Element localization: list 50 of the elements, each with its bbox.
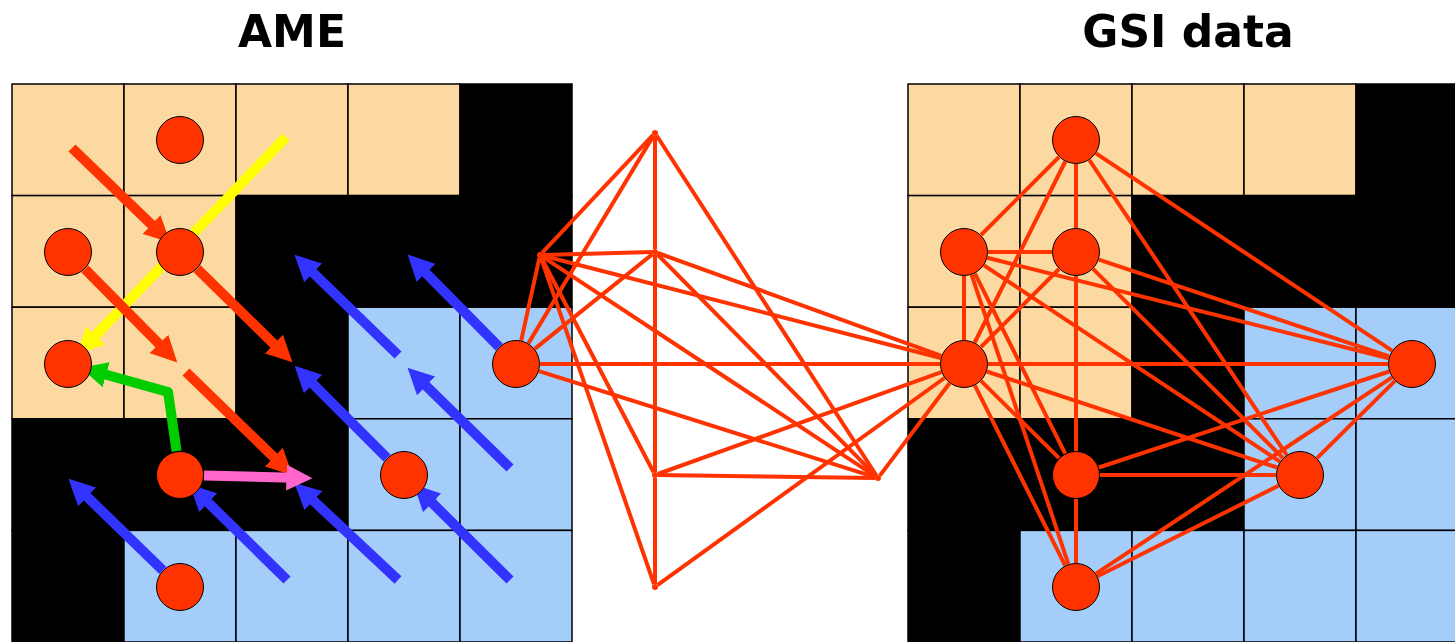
connector-line (653, 478, 657, 584)
connector-line (657, 473, 876, 480)
connector-line (973, 384, 1067, 567)
connector-line (1094, 375, 1394, 576)
connector-line (1091, 267, 1285, 460)
arrow (407, 254, 503, 351)
panel-title: AME (238, 6, 346, 58)
connector-line (962, 276, 966, 340)
connector-line (1094, 151, 1394, 353)
connector-line (653, 136, 657, 249)
arrow (68, 478, 167, 574)
arrow (294, 365, 391, 462)
connector-line (979, 379, 1061, 460)
connector-line (653, 255, 657, 472)
connector-line (982, 263, 1282, 464)
arrow (193, 265, 293, 363)
connector-line (538, 369, 876, 479)
connector-line (1315, 379, 1397, 460)
connector-line (972, 160, 1068, 344)
connector-line (1074, 276, 1078, 451)
connector-line (973, 272, 1067, 455)
connector-line (519, 257, 542, 342)
connector-line (656, 376, 946, 587)
connector-line (655, 252, 878, 478)
connector-line (1100, 473, 1276, 477)
connector-line (539, 257, 656, 585)
connector-line (533, 252, 654, 351)
connector-line (1096, 483, 1280, 579)
connector-line (1087, 158, 1289, 457)
connector-line (979, 267, 1061, 349)
connector-line (988, 362, 1388, 366)
connector-line (878, 382, 952, 477)
connector-line (526, 134, 656, 345)
connector-line (1074, 499, 1078, 563)
connector-line (542, 253, 942, 360)
connector-line (540, 362, 940, 366)
connector-line (986, 255, 1390, 361)
connector-line (969, 274, 1071, 565)
connector-line (1098, 257, 1390, 359)
connector-line (1098, 369, 1390, 470)
connector-line (1074, 164, 1078, 228)
arrow (203, 464, 313, 491)
connector-line (542, 250, 653, 257)
connector-line (540, 133, 655, 255)
connector-line (979, 155, 1061, 237)
arrow (81, 265, 178, 363)
connector-line (988, 250, 1052, 254)
connector-line (986, 369, 1278, 470)
connector-line (654, 134, 879, 477)
panel-title: GSI data (1082, 6, 1294, 58)
